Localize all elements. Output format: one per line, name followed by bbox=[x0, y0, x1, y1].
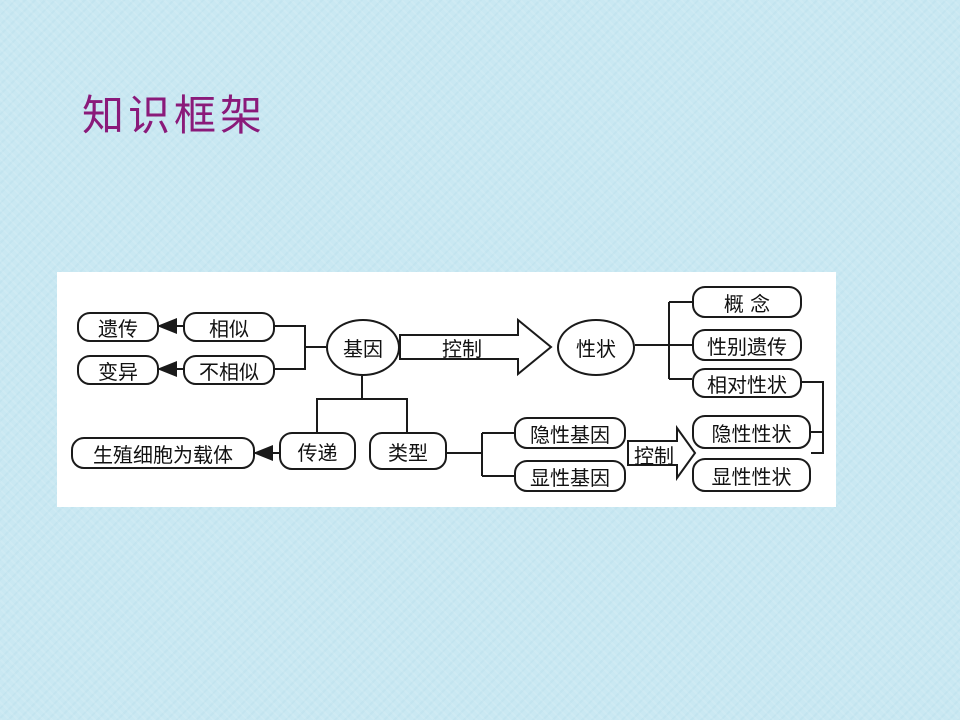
heredity-node: 遗传 bbox=[77, 312, 159, 342]
slide-title: 知识框架 bbox=[82, 91, 267, 140]
type-bracket bbox=[481, 432, 514, 477]
recessive-gene-node: 隐性基因 bbox=[514, 417, 626, 449]
carrier-node: 生殖细胞为载体 bbox=[71, 437, 255, 469]
control-arrow-shape-2 bbox=[627, 424, 697, 482]
recessive-trait-node: 隐性性状 bbox=[692, 415, 811, 449]
gene-bracket-left bbox=[275, 325, 306, 370]
trait-node: 性状 bbox=[557, 319, 635, 376]
dominant-gene-node: 显性基因 bbox=[514, 460, 626, 492]
connector-lines bbox=[157, 301, 824, 482]
type-node: 类型 bbox=[369, 432, 447, 470]
sex-linked-node: 性别遗传 bbox=[692, 329, 802, 361]
relative-trait-node: 相对性状 bbox=[692, 368, 802, 398]
concept-node: 概 念 bbox=[692, 286, 802, 318]
control-arrow-label: 控制 bbox=[442, 337, 482, 361]
variation-node: 变异 bbox=[77, 355, 159, 385]
transmission-node: 传递 bbox=[279, 432, 356, 470]
control-arrow-shape bbox=[399, 317, 553, 377]
dissimilar-node: 不相似 bbox=[183, 355, 275, 385]
gene-bracket-bottom bbox=[316, 376, 363, 432]
trait-bracket bbox=[668, 301, 692, 380]
gene-node: 基因 bbox=[326, 319, 400, 376]
dominant-trait-node: 显性性状 bbox=[692, 458, 811, 492]
relative-trait-bracket bbox=[802, 381, 824, 454]
concept-map: 遗传 变异 相似 不相似 基因 控制 性状 概 念 性别遗传 相对性状 隐性性状… bbox=[57, 272, 836, 507]
control-arrow-label-2: 控制 bbox=[634, 444, 674, 468]
similar-node: 相似 bbox=[183, 312, 275, 342]
